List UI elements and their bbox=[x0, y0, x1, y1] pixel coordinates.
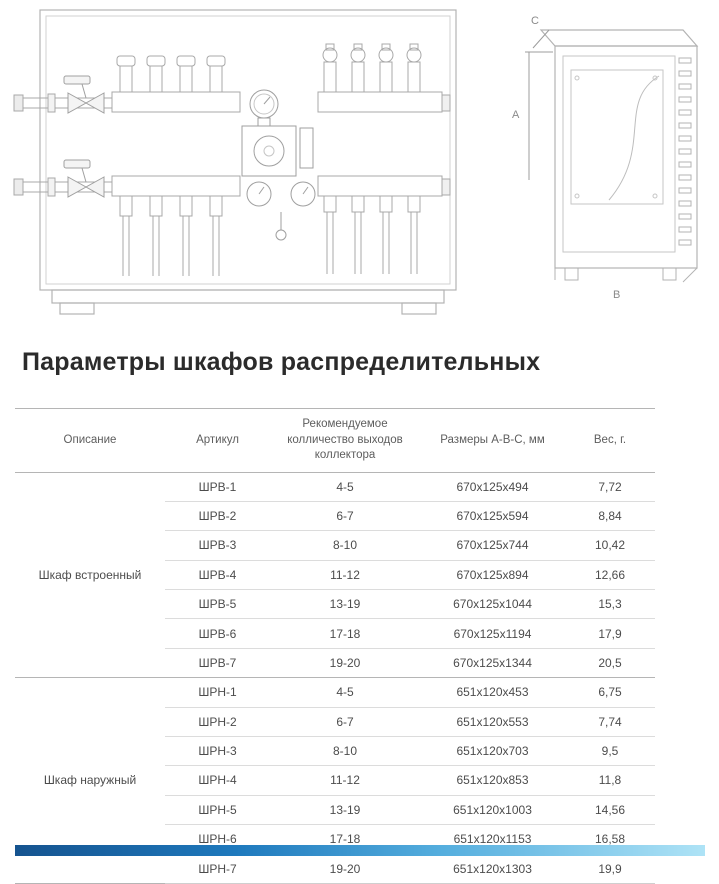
cell-outputs: 11-12 bbox=[270, 765, 420, 796]
cell-weight: 14,56 bbox=[565, 795, 655, 826]
cell-outputs: 8-10 bbox=[270, 530, 420, 561]
cell-outputs: 17-18 bbox=[270, 618, 420, 649]
cell-size: 651х120х1003 bbox=[420, 795, 565, 826]
table-row: ШРН-4 11-12 651х120х853 11,8 bbox=[15, 765, 655, 796]
pump-mixing-unit bbox=[241, 89, 316, 241]
table-row: Шкаф встроенный ШРВ-1 4-5 670х125х494 7,… bbox=[15, 472, 655, 679]
table-row: ШРВ-5 13-19 670х125х1044 15,3 bbox=[15, 589, 655, 620]
right-manifolds bbox=[317, 43, 451, 274]
col-header-description: Описание bbox=[15, 408, 165, 473]
cell-weight: 19,9 bbox=[565, 853, 655, 884]
cell-weight: 20,5 bbox=[565, 648, 655, 679]
cell-size: 651х120х1303 bbox=[420, 853, 565, 884]
cell-article: ШРВ-3 bbox=[165, 530, 270, 561]
cell-article: ШРН-2 bbox=[165, 707, 270, 737]
table-row: ШРВ-3 8-10 670х125х744 10,42 bbox=[15, 530, 655, 561]
cell-size: 670х125х894 bbox=[420, 560, 565, 591]
cell-outputs: 13-19 bbox=[270, 795, 420, 826]
cell-size: 670х125х1344 bbox=[420, 648, 565, 679]
cell-article: ШРВ-4 bbox=[165, 560, 270, 591]
dimension-label-a: А bbox=[512, 109, 520, 121]
cell-weight: 9,5 bbox=[565, 736, 655, 767]
col-header-outputs: Рекомендуемое колличество выходов коллек… bbox=[270, 408, 420, 473]
cabinet-feet bbox=[554, 267, 698, 283]
cell-article: ШРН-1 bbox=[165, 677, 270, 708]
col-header-article: Артикул bbox=[165, 408, 270, 473]
cell-outputs: 8-10 bbox=[270, 736, 420, 767]
cabinet-dimensions-drawing: С А В bbox=[512, 15, 699, 301]
cell-outputs: 19-20 bbox=[270, 648, 420, 679]
cell-outputs: 6-7 bbox=[270, 501, 420, 532]
vent-slots bbox=[678, 57, 692, 246]
cell-weight: 15,3 bbox=[565, 589, 655, 620]
cell-size: 670х125х1044 bbox=[420, 589, 565, 620]
ball-valve-icon bbox=[63, 75, 105, 198]
cell-outputs: 4-5 bbox=[270, 677, 420, 708]
table-row: ШРН-2 6-7 651х120х553 7,74 bbox=[15, 707, 655, 737]
cell-article: ШРВ-7 bbox=[165, 648, 270, 679]
cell-article: ШРВ-6 bbox=[165, 618, 270, 649]
cell-weight: 7,72 bbox=[565, 472, 655, 502]
cell-weight: 11,8 bbox=[565, 765, 655, 796]
parameters-table: Описание Артикул Рекомендуемое колличест… bbox=[15, 408, 655, 884]
cell-size: 651х120х853 bbox=[420, 765, 565, 796]
cell-size: 651х120х453 bbox=[420, 677, 565, 708]
cell-article: ШРВ-2 bbox=[165, 501, 270, 532]
table-row: ШРН-3 8-10 651х120х703 9,5 bbox=[15, 736, 655, 767]
table-row: Шкаф наружный ШРН-1 4-5 651х120х453 6,75 bbox=[15, 677, 655, 884]
cell-outputs: 11-12 bbox=[270, 560, 420, 591]
cell-size: 670х125х594 bbox=[420, 501, 565, 532]
table-row: ШРВ-4 11-12 670х125х894 12,66 bbox=[15, 560, 655, 591]
cell-weight: 8,84 bbox=[565, 501, 655, 532]
cell-outputs: 6-7 bbox=[270, 707, 420, 737]
col-header-size: Размеры А-В-С, мм bbox=[420, 408, 565, 473]
cell-article: ШРН-7 bbox=[165, 853, 270, 884]
table-row: ШРВ-2 6-7 670х125х594 8,84 bbox=[15, 501, 655, 532]
cell-weight: 10,42 bbox=[565, 530, 655, 561]
cell-article: ШРН-5 bbox=[165, 795, 270, 826]
dimension-label-b: В bbox=[613, 289, 620, 301]
cell-article: ШРН-4 bbox=[165, 765, 270, 796]
cell-size: 651х120х553 bbox=[420, 707, 565, 737]
cell-article: ШРВ-1 bbox=[165, 472, 270, 502]
cell-weight: 6,75 bbox=[565, 677, 655, 708]
col-header-weight: Вес, г. bbox=[565, 408, 655, 473]
dimension-label-c: С bbox=[531, 15, 539, 27]
footer-accent-bar bbox=[15, 845, 705, 856]
cell-weight: 12,66 bbox=[565, 560, 655, 591]
dimension-lines bbox=[525, 29, 553, 180]
table-row: ШРН-5 13-19 651х120х1003 14,56 bbox=[15, 795, 655, 826]
table-row: ШРВ-7 19-20 670х125х1344 20,5 bbox=[15, 648, 655, 679]
cell-article: ШРН-3 bbox=[165, 736, 270, 767]
table-row: ШРВ-6 17-18 670х125х1194 17,9 bbox=[15, 618, 655, 649]
cell-size: 670х125х494 bbox=[420, 472, 565, 502]
left-manifolds bbox=[111, 55, 241, 276]
cell-outputs: 4-5 bbox=[270, 472, 420, 502]
cell-size: 651х120х703 bbox=[420, 736, 565, 767]
manifold-cabinet-drawing bbox=[13, 9, 457, 315]
cabinet-inner bbox=[562, 55, 676, 253]
cell-outputs: 19-20 bbox=[270, 853, 420, 884]
cell-outputs: 13-19 bbox=[270, 589, 420, 620]
cabinet-box bbox=[539, 29, 699, 269]
page-title: Параметры шкафов распределительных bbox=[22, 348, 541, 376]
group-description: Шкаф встроенный bbox=[15, 472, 165, 679]
cell-weight: 17,9 bbox=[565, 618, 655, 649]
table-header-row: Описание Артикул Рекомендуемое колличест… bbox=[15, 408, 655, 473]
cabinet-outline bbox=[39, 9, 457, 315]
cell-size: 670х125х744 bbox=[420, 530, 565, 561]
cell-weight: 7,74 bbox=[565, 707, 655, 737]
cell-article: ШРВ-5 bbox=[165, 589, 270, 620]
cell-size: 670х125х1194 bbox=[420, 618, 565, 649]
